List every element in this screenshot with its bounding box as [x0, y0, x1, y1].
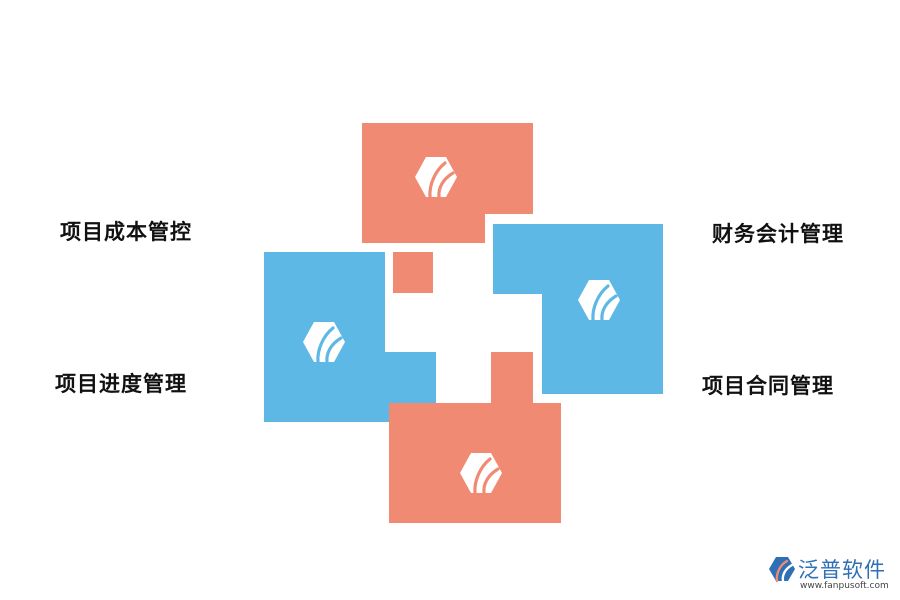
hexagon-logo-icon — [303, 322, 345, 364]
right-blue-block — [493, 224, 663, 394]
hexagon-logo-icon — [415, 157, 457, 199]
brand-url: www.fanpusoft.com — [800, 581, 889, 591]
hexagon-logo-icon — [460, 453, 502, 495]
bottom-salmon-block — [389, 352, 561, 523]
left-blue-block — [264, 252, 436, 422]
label-project-cost-control: 项目成本管控 — [60, 220, 192, 244]
small-salmon-square — [393, 252, 433, 293]
brand-mark-icon — [769, 557, 795, 583]
brand-logo: 泛普软件 www.fanpusoft.com — [768, 552, 894, 596]
brand-name: 泛普软件 — [798, 558, 886, 582]
label-project-schedule-management: 项目进度管理 — [55, 372, 187, 396]
hexagon-logo-icon — [578, 280, 620, 322]
label-project-contract-management: 项目合同管理 — [702, 374, 834, 398]
label-financial-accounting-management: 财务会计管理 — [712, 222, 844, 246]
